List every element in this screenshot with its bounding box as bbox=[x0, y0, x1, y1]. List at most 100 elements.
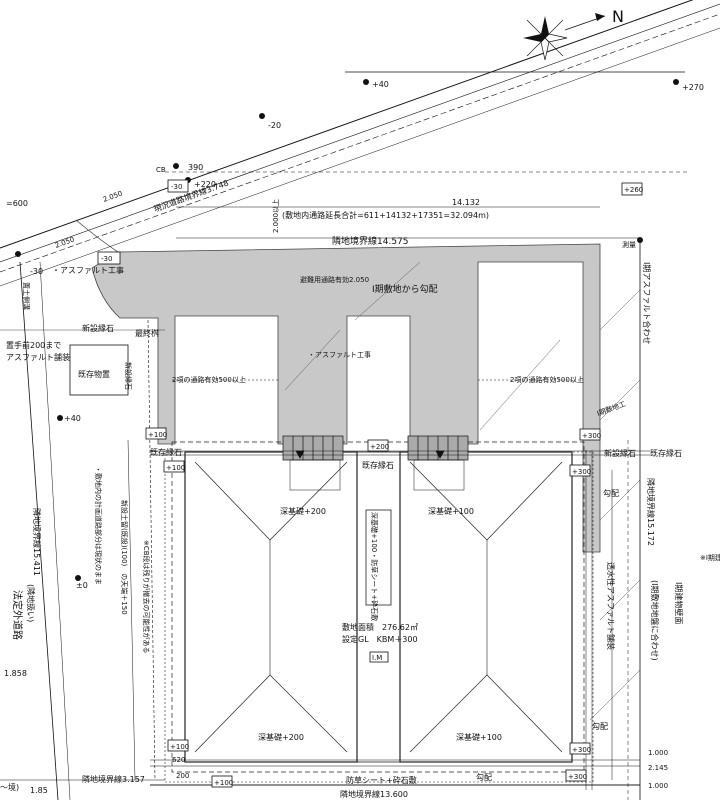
dimension-label: 1.000 bbox=[648, 749, 668, 757]
dimension-lines bbox=[150, 206, 650, 767]
phase1-ground-label: (I期敷地地盤に合わせ) bbox=[650, 580, 660, 661]
road-boundary-label: 現況道路境界線3.748 bbox=[152, 177, 230, 213]
road-type-label: (隣地扱い) bbox=[26, 584, 36, 622]
level-label: -30 bbox=[171, 183, 182, 191]
level-label: +220 bbox=[194, 180, 216, 189]
neighbor-boundary-label: 隣地境界線3.157 bbox=[82, 774, 145, 784]
level-label: +300 bbox=[568, 773, 587, 781]
note-label: ・敷地内の計画道路部分は現状のまま bbox=[94, 466, 103, 585]
north-label: N bbox=[612, 7, 624, 26]
level-label: +270 bbox=[682, 83, 704, 92]
level-label: -20 bbox=[268, 121, 281, 130]
level-label: +40 bbox=[372, 80, 389, 89]
asphalt-label: ・アスファルト工事 bbox=[52, 265, 124, 275]
level-tag-box bbox=[565, 769, 587, 782]
note-label: 置土側溝 bbox=[22, 282, 31, 310]
level-label: +100 bbox=[170, 743, 189, 751]
permeable-asphalt-label: 透水性アスファルト舗装 bbox=[606, 562, 616, 650]
road-extension-label: (敷地内通路延長合計=611+14132+17351=32.094m) bbox=[282, 210, 489, 220]
level-points bbox=[15, 79, 679, 581]
level-label: -30 bbox=[101, 255, 112, 263]
foundation-label: 深基礎+200 bbox=[280, 506, 326, 516]
level-tag-box bbox=[167, 739, 189, 752]
center-strip-label: 深基礎+100・防草シート+砕石敷 bbox=[370, 512, 379, 621]
note-label: 置手前200まで bbox=[6, 340, 61, 350]
curb-label: 既存縁石 bbox=[150, 447, 182, 457]
aisle-label: 2項の通路有効500以上 bbox=[172, 375, 246, 384]
note-label: アスファルト舗装 bbox=[6, 352, 70, 362]
level-tag-box bbox=[569, 742, 591, 755]
ground-level-label: 設定GL KBM＋300 bbox=[342, 634, 418, 644]
curb-label: 既存縁石 bbox=[650, 448, 682, 458]
note-label: ※CB段は残りが撤去の可能性がある bbox=[142, 540, 151, 654]
dimension-label: 2.050 bbox=[102, 190, 124, 204]
level-label: 390 bbox=[188, 163, 203, 172]
foundation-label: 深基礎+200 bbox=[258, 732, 304, 742]
asphalt-label: ・アスファルト工事 bbox=[308, 350, 371, 359]
level-label: +300 bbox=[572, 468, 591, 476]
dimension-label: 1.000 bbox=[648, 782, 668, 790]
left-boundary bbox=[0, 261, 165, 800]
existing-object-label: 既存物置 bbox=[78, 369, 110, 379]
note-label: 新設土留(既設)(100) の天端＋150 bbox=[120, 500, 129, 615]
note-label: ～境) bbox=[0, 782, 19, 792]
level-tag-box bbox=[569, 464, 591, 477]
evac-width-label: 避難用通路有効2.050 bbox=[300, 275, 369, 284]
dimension-label: 200 bbox=[176, 772, 189, 780]
level-label: +300 bbox=[572, 746, 591, 754]
neighbor-boundary-label: 隣地境界線14.575 bbox=[332, 235, 409, 247]
level-tag-box bbox=[621, 182, 643, 196]
level-label: +200 bbox=[370, 443, 389, 451]
asphalt-area bbox=[75, 219, 601, 553]
phase1-existing-label: I期建物壁面 bbox=[674, 582, 684, 624]
road-lines bbox=[0, 0, 720, 287]
benchmark-box bbox=[369, 651, 389, 663]
slope-label: 勾配 bbox=[476, 772, 492, 782]
cb-label: CB bbox=[156, 166, 166, 174]
level-label: =600 bbox=[6, 199, 28, 208]
road-type-label: 法定外道路 bbox=[11, 590, 24, 640]
level-tag-box bbox=[163, 460, 185, 473]
level-tag-box bbox=[367, 439, 389, 452]
weed-sheet-label: 防草シート+砕石敷 bbox=[346, 775, 417, 785]
dimension-label: 14.132 bbox=[452, 198, 480, 207]
note-label: ※I期建 bbox=[700, 553, 720, 562]
level-label: +100 bbox=[214, 779, 233, 787]
phase1-asphalt-label: I期アスファルト合わせ bbox=[642, 262, 652, 344]
level-tag-box bbox=[97, 251, 121, 265]
curb-label: 新設縁石 bbox=[604, 448, 636, 458]
entry-stairs bbox=[282, 435, 469, 491]
curb-label: 新設縁石 bbox=[82, 323, 114, 333]
dimension-label: 1.85 bbox=[30, 786, 48, 795]
building-footprint bbox=[150, 441, 640, 786]
dimension-label: 2.145 bbox=[648, 764, 668, 772]
level-tag-box bbox=[145, 427, 167, 440]
level-label: +260 bbox=[624, 186, 643, 194]
level-label: ±0 bbox=[76, 581, 88, 590]
level-label: +100 bbox=[148, 431, 167, 439]
benchmark-label: I.M bbox=[372, 654, 382, 662]
level-label: +300 bbox=[582, 432, 601, 440]
slope-label: 勾配 bbox=[603, 488, 619, 498]
foundation-label: 深基礎+100 bbox=[428, 506, 474, 516]
level-label: +40 bbox=[64, 414, 81, 423]
north-arrow-icon bbox=[523, 13, 606, 61]
dimension-label: 620 bbox=[172, 756, 185, 764]
neighbor-boundary-label: 隣地境界線15.411 bbox=[32, 508, 42, 576]
site-area-label: 敷地面積 276.62㎡ bbox=[342, 622, 418, 632]
level-tag-box bbox=[211, 775, 233, 788]
dimension-label: 2.000以上 bbox=[271, 199, 280, 233]
survey-mark-label: 測量 bbox=[622, 240, 636, 249]
neighbor-boundary-label: 隣地境界線13.600 bbox=[340, 789, 408, 799]
dimension-label: 1.858 bbox=[4, 669, 27, 678]
setback-hatch bbox=[284, 261, 641, 721]
tree-label: 最終桝 bbox=[135, 328, 159, 338]
slope-label: 勾配 bbox=[592, 721, 608, 731]
level-label: +100 bbox=[166, 464, 185, 472]
aisle-label: 2項の通路有効500以上 bbox=[510, 375, 584, 384]
dimension-label: 2.050 bbox=[54, 236, 76, 250]
right-boundary bbox=[585, 240, 641, 800]
foundation-label: 深基礎+100 bbox=[456, 732, 502, 742]
level-tag-box bbox=[579, 428, 601, 441]
